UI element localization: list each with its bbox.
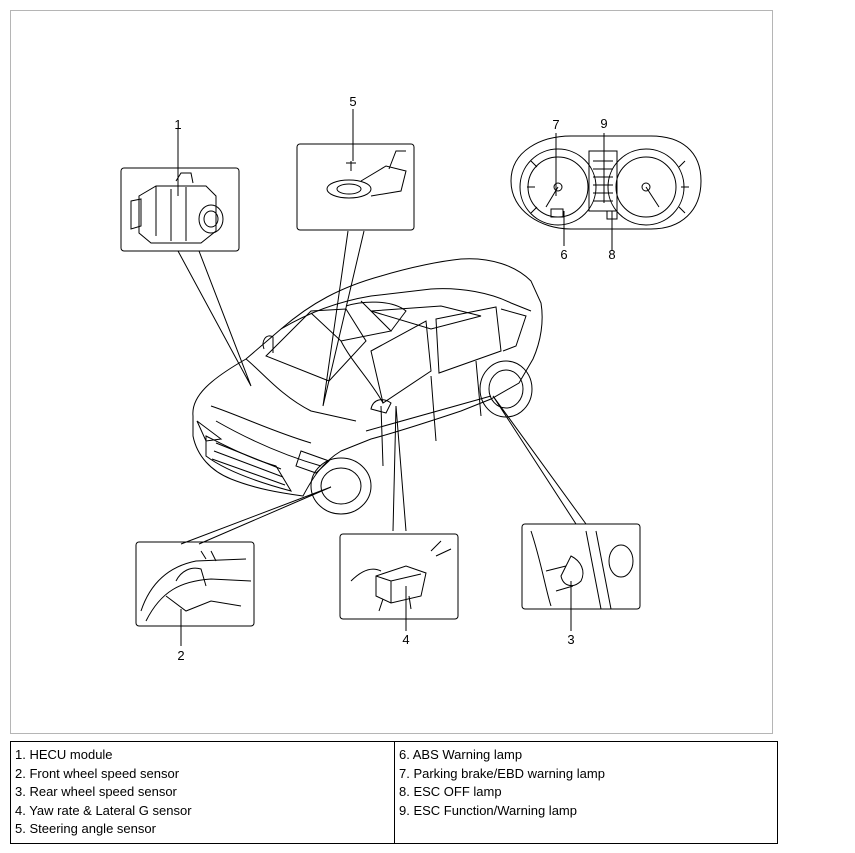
legend-item: 4. Yaw rate & Lateral G sensor [15, 802, 192, 818]
callout-5: 5 [349, 94, 357, 109]
diagram-artwork [120, 109, 702, 646]
legend-table: 1. HECU module 2. Front wheel speed sens… [10, 741, 778, 844]
callout-6: 6 [560, 247, 568, 262]
legend-column-right: 6. ABS Warning lamp 7. Parking brake/EBD… [395, 742, 777, 843]
legend-item: 7. Parking brake/EBD warning lamp [399, 765, 605, 781]
callout-1: 1 [174, 117, 182, 132]
leader-lines [177, 109, 613, 646]
callout-7: 7 [552, 117, 560, 132]
legend-item: 6. ABS Warning lamp [399, 747, 523, 762]
hecu-detail [120, 167, 240, 252]
callout-3: 3 [567, 632, 575, 647]
instrument-cluster-detail [510, 135, 702, 230]
callout-4: 4 [402, 632, 410, 647]
rear-wheel-sensor-detail [521, 523, 641, 610]
callout-2: 2 [177, 648, 185, 663]
steering-sensor-detail [296, 143, 415, 231]
legend-item: 5. Steering angle sensor [15, 821, 156, 836]
legend-item: 9. ESC Function/Warning lamp [399, 802, 577, 818]
callout-8: 8 [608, 247, 616, 262]
legend-item: 8. ESC OFF lamp [399, 784, 502, 799]
legend-item: 1. HECU module [15, 747, 113, 762]
diagram-figure: 1 2 3 4 5 6 7 8 9 [10, 10, 773, 734]
legend-item: 2. Front wheel speed sensor [15, 765, 180, 781]
legend-column-left: 1. HECU module 2. Front wheel speed sens… [11, 742, 395, 843]
legend-item: 3. Rear wheel speed sensor [15, 784, 177, 799]
front-wheel-sensor-detail [135, 541, 255, 627]
car-illustration [192, 258, 543, 515]
yaw-rate-sensor-detail [339, 533, 459, 620]
callout-9: 9 [600, 116, 608, 131]
